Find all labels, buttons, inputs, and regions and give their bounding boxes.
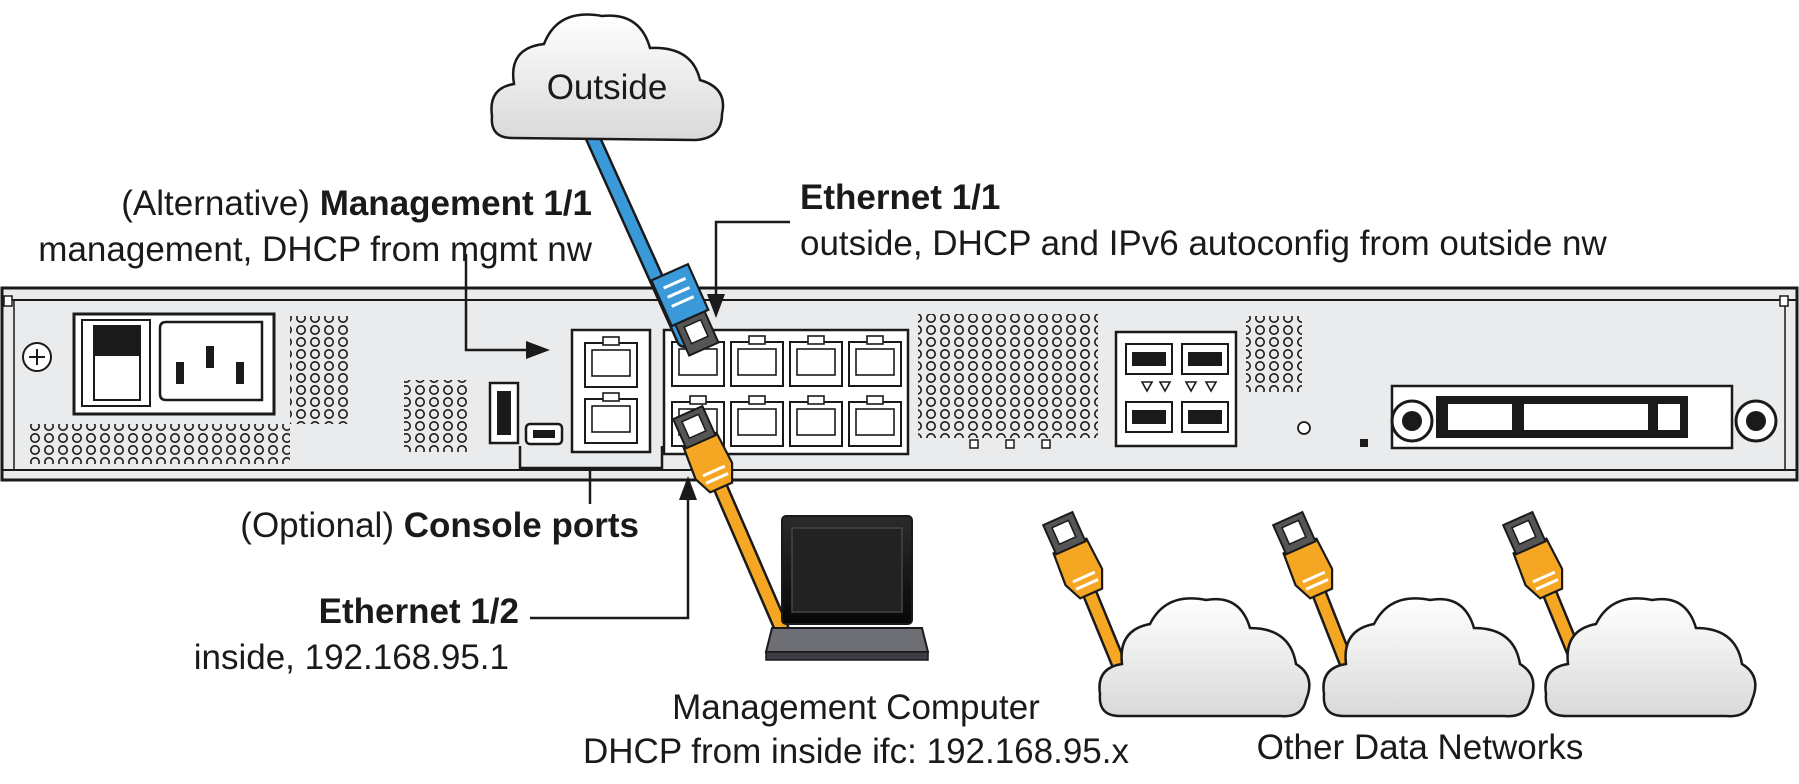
management-port-prefix: (Alternative)	[121, 184, 320, 223]
management-computer-title: Management Computer	[672, 688, 1040, 727]
inside-cable	[668, 402, 798, 656]
console-ports-callout-line	[518, 446, 664, 504]
ethernet-1-2-callout-arrow	[530, 476, 697, 620]
other-network-cable	[1268, 508, 1358, 680]
power-module	[72, 312, 276, 416]
ethernet-1-1-callout-arrow	[707, 220, 790, 318]
management-computer-icon	[764, 515, 930, 661]
data-network-cloud	[1098, 597, 1311, 718]
management-port-description: management, DHCP from mgmt nw	[38, 230, 592, 269]
ethernet-1-2-name: Ethernet 1/2	[318, 592, 519, 631]
status-leds	[969, 421, 1368, 449]
ethernet-1-2-description: inside, 192.168.95.1	[193, 638, 509, 677]
ethernet-1-1-label: Ethernet 1/1	[800, 176, 1000, 220]
management-computer-description: DHCP from inside ifc: 192.168.95.x	[582, 732, 1130, 771]
console-ports-label: (Optional) Console ports	[240, 504, 639, 548]
management-port-name: Management 1/1	[319, 184, 592, 223]
sfp-ports	[1114, 330, 1238, 448]
outside-cloud-label: Outside	[546, 68, 668, 107]
console-ports-name: Console ports	[403, 506, 639, 545]
ground-screw-icon	[22, 342, 52, 372]
other-network-cable	[1038, 508, 1130, 680]
outside-cloud	[490, 13, 725, 142]
ethernet-1-2-label: Ethernet 1/2	[319, 590, 519, 634]
outside-cable	[584, 128, 720, 357]
ethernet-1-1-name: Ethernet 1/1	[800, 178, 1001, 217]
console-ports-prefix: (Optional)	[240, 506, 404, 545]
mini-usb-console-port	[524, 422, 564, 446]
ethernet-1-1-description: outside, DHCP and IPv6 autoconfig from o…	[800, 224, 1607, 263]
data-network-cloud	[1322, 597, 1535, 718]
network-module-slot	[1390, 384, 1778, 450]
management-port-label: (Alternative) Management 1/1	[121, 182, 592, 226]
usb-port	[488, 381, 520, 445]
management-and-console-ports	[570, 328, 652, 454]
other-networks-label: Other Data Networks	[1256, 728, 1584, 767]
management-callout-arrow	[464, 254, 550, 359]
data-network-cloud	[1544, 597, 1757, 718]
vent-grille	[30, 314, 1302, 464]
